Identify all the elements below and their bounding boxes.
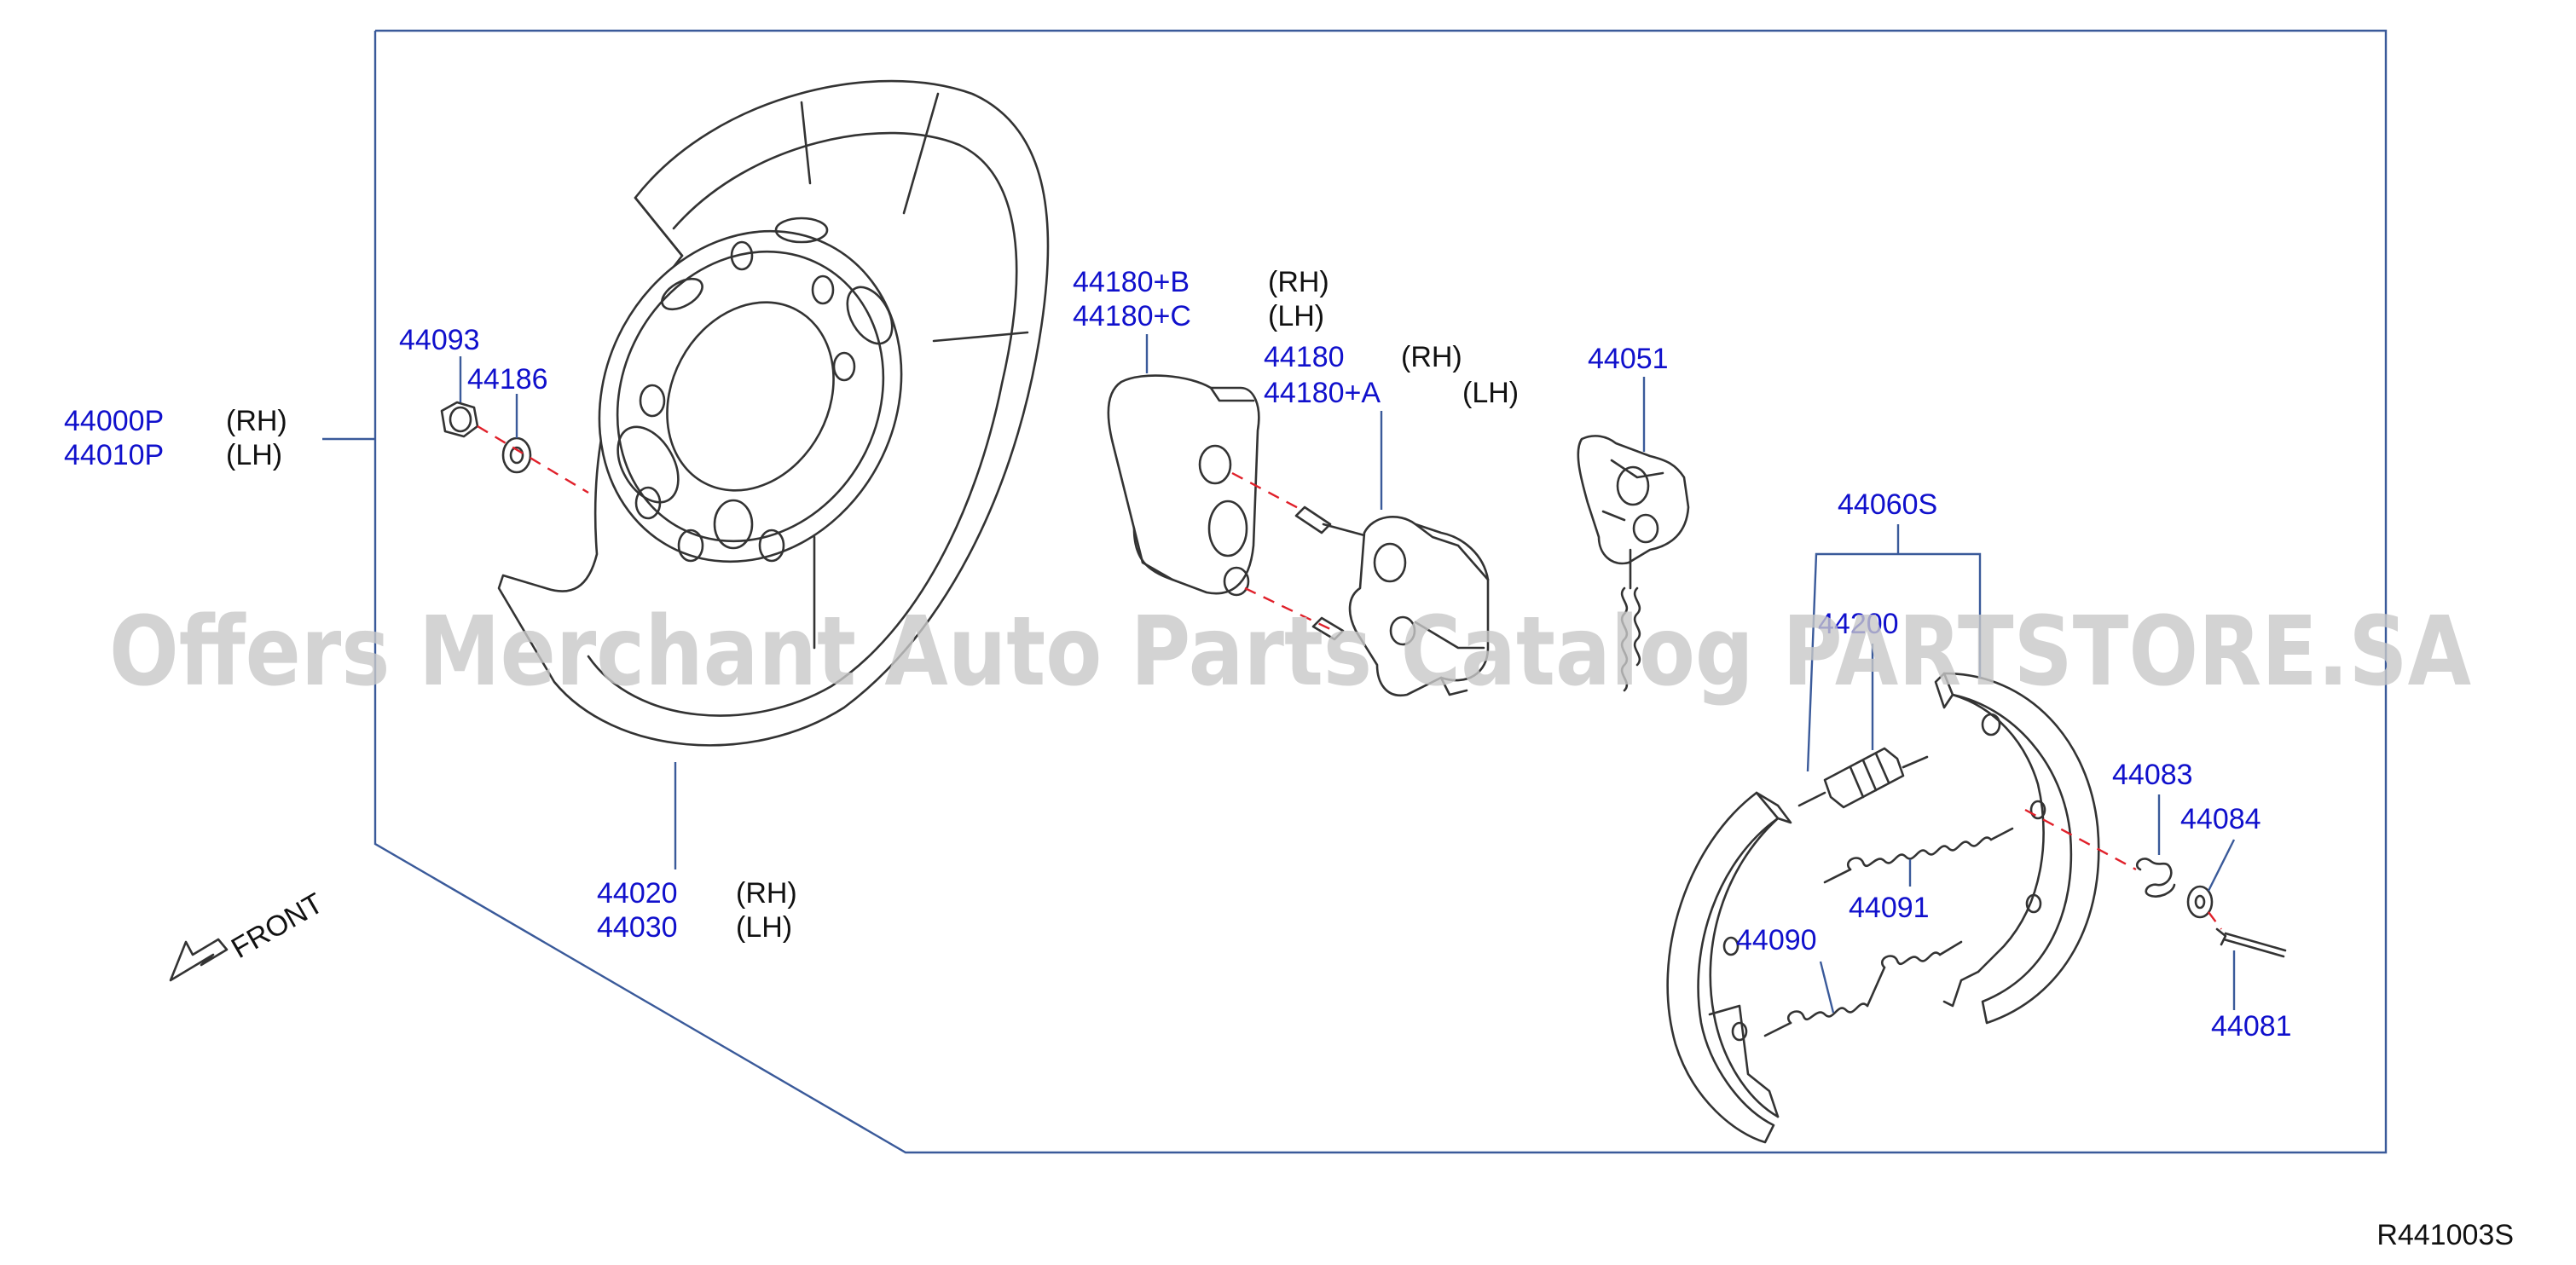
spring-44083-drawing	[2135, 858, 2176, 898]
centerline-bracket-top	[1231, 471, 1305, 513]
lever-44051-drawing	[1577, 435, 1690, 692]
label-44020-side: (RH)	[736, 877, 797, 910]
label-44180C: 44180+C	[1073, 300, 1191, 332]
centerline-pin	[2208, 911, 2222, 930]
washer-44186-drawing	[501, 436, 532, 474]
label-44091: 44091	[1849, 892, 1930, 924]
caliper-drawing	[1294, 505, 1490, 697]
pin-44081-drawing	[2215, 927, 2287, 958]
label-44060S: 44060S	[1838, 488, 1937, 521]
leader-44084	[2207, 839, 2236, 892]
assembly-frame	[373, 29, 2388, 1154]
label-44093: 44093	[399, 324, 480, 356]
spring-44091-drawing	[1823, 827, 2014, 884]
label-44020: 44020	[597, 877, 678, 910]
front-label: FRONT	[226, 887, 328, 964]
watermark-text: Offers Merchant Auto Parts Catalog PARTS…	[109, 597, 2471, 708]
label-44051: 44051	[1588, 343, 1669, 375]
label-44180-side: (RH)	[1401, 341, 1462, 373]
label-44000P: 44000P	[64, 405, 164, 437]
retainer-44084-drawing	[2186, 885, 2214, 919]
caliper-bracket-drawing	[1107, 374, 1260, 597]
label-44010P-side: (LH)	[226, 439, 282, 471]
label-44010P: 44010P	[64, 439, 164, 471]
centerline-bracket-bottom	[1244, 586, 1331, 631]
label-44180B-side: (RH)	[1268, 266, 1329, 298]
adjuster-44200-drawing	[1797, 747, 1929, 809]
label-44083: 44083	[2112, 759, 2193, 791]
centerline-plate	[477, 425, 589, 494]
label-44180A: 44180+A	[1264, 377, 1381, 409]
label-44186: 44186	[467, 363, 548, 396]
label-44030: 44030	[597, 911, 678, 944]
label-44084: 44084	[2180, 803, 2261, 835]
brake-shoe-left-drawing	[1666, 791, 1792, 1144]
label-44030-side: (LH)	[736, 911, 792, 944]
leader-44090	[1819, 961, 1835, 1014]
label-44180A-side: (LH)	[1462, 377, 1519, 409]
diagram-id: R441003S	[2376, 1219, 2514, 1251]
label-44000P-side: (RH)	[226, 405, 287, 437]
label-44090: 44090	[1736, 924, 1817, 956]
label-44200: 44200	[1818, 608, 1899, 640]
label-44180: 44180	[1264, 341, 1345, 373]
backing-plate-drawing	[497, 79, 1050, 747]
centerline-shoe	[2024, 808, 2137, 871]
label-44081: 44081	[2211, 1010, 2292, 1043]
label-44180C-side: (LH)	[1268, 300, 1324, 332]
brake-shoe-right-drawing	[1934, 672, 2100, 1025]
front-arrow-icon	[169, 938, 229, 982]
nut-44093-drawing	[440, 401, 479, 438]
label-44180B: 44180+B	[1073, 266, 1190, 298]
spring-44090-drawing	[1763, 940, 1963, 1037]
